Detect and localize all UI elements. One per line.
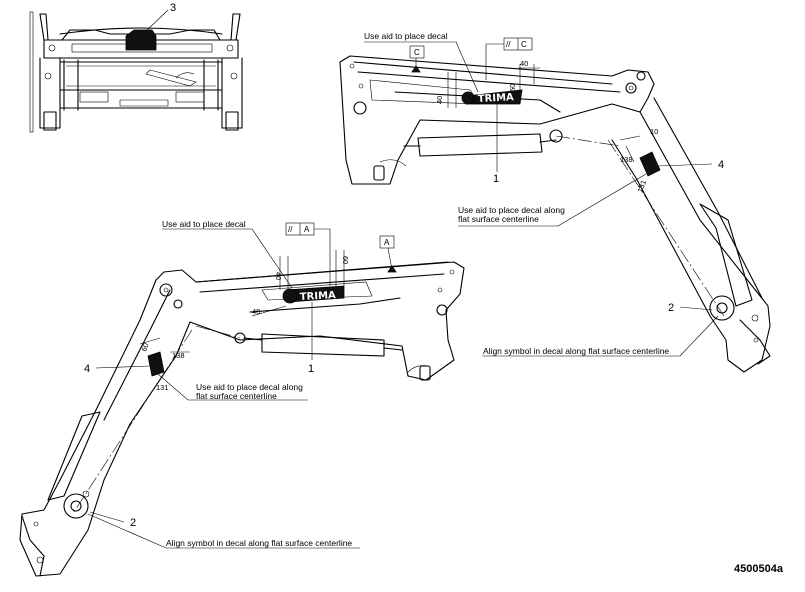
- dim-131-right: 131: [635, 179, 648, 194]
- note-use-aid-right: Use aid to place decal: [364, 31, 448, 41]
- note-align-symbol-right: Align symbol in decal along flat surface…: [483, 346, 669, 356]
- parallel-symbol-left: //: [288, 225, 293, 234]
- note-use-aid-along-right-1: Use aid to place decal along: [458, 205, 565, 215]
- decal-text-left: TRIMA: [300, 290, 337, 303]
- figure-id: 4500504a: [734, 563, 784, 575]
- parallel-symbol-right: //: [506, 40, 511, 49]
- dim-40-right-b: 40: [520, 59, 528, 68]
- callout-3: 3: [170, 2, 176, 14]
- callout-4-right: 4: [718, 159, 724, 171]
- dim-138-right: 138: [620, 155, 633, 164]
- dim-60-left-small: 60: [139, 342, 150, 353]
- dim-40-left-a: 40: [274, 272, 283, 280]
- loader-arm-right: TRIMA 40 40 50 138 131 10 C // C Use aid…: [339, 31, 771, 373]
- dim-10-right: 10: [650, 127, 658, 136]
- datum-a-left: A: [384, 238, 390, 247]
- callout-2-right: 2: [668, 302, 674, 314]
- datum-ref-c-right: C: [521, 40, 527, 49]
- decal-4-left: [147, 351, 165, 377]
- callout-2-left: 2: [130, 517, 136, 529]
- leader-3: [143, 9, 169, 34]
- front-view-inset: 3: [29, 2, 243, 133]
- decal-4-right: [639, 151, 661, 177]
- note-align-symbol-left: Align symbol in decal along flat surface…: [166, 538, 352, 548]
- datum-ref-a-left: A: [304, 225, 310, 234]
- note-use-aid-left: Use aid to place decal: [162, 219, 246, 229]
- note-use-aid-along-left-2: flat surface centerline: [196, 391, 277, 401]
- callout-4-left: 4: [84, 363, 90, 375]
- dim-60-left: 60: [341, 256, 350, 264]
- note-use-aid-along-right-2: flat surface centerline: [458, 214, 539, 224]
- dim-40-right-a: 40: [435, 96, 444, 104]
- note-use-aid-along-left-1: Use aid to place decal along: [196, 382, 303, 392]
- loader-arm-left: TRIMA 40 60 40 60 138 131 A // A Use aid…: [19, 219, 465, 577]
- decal-3-mark: [125, 29, 157, 51]
- callout-1-right: 1: [493, 173, 499, 185]
- dim-40-left-b: 40: [252, 307, 260, 316]
- decal-text-right: TRIMA: [478, 92, 515, 105]
- datum-c-right: C: [414, 48, 420, 57]
- dim-138-left: 138: [172, 351, 185, 360]
- dim-131-left: 131: [156, 383, 169, 392]
- dim-50-right: 50: [508, 84, 517, 92]
- callout-1-left: 1: [308, 363, 314, 375]
